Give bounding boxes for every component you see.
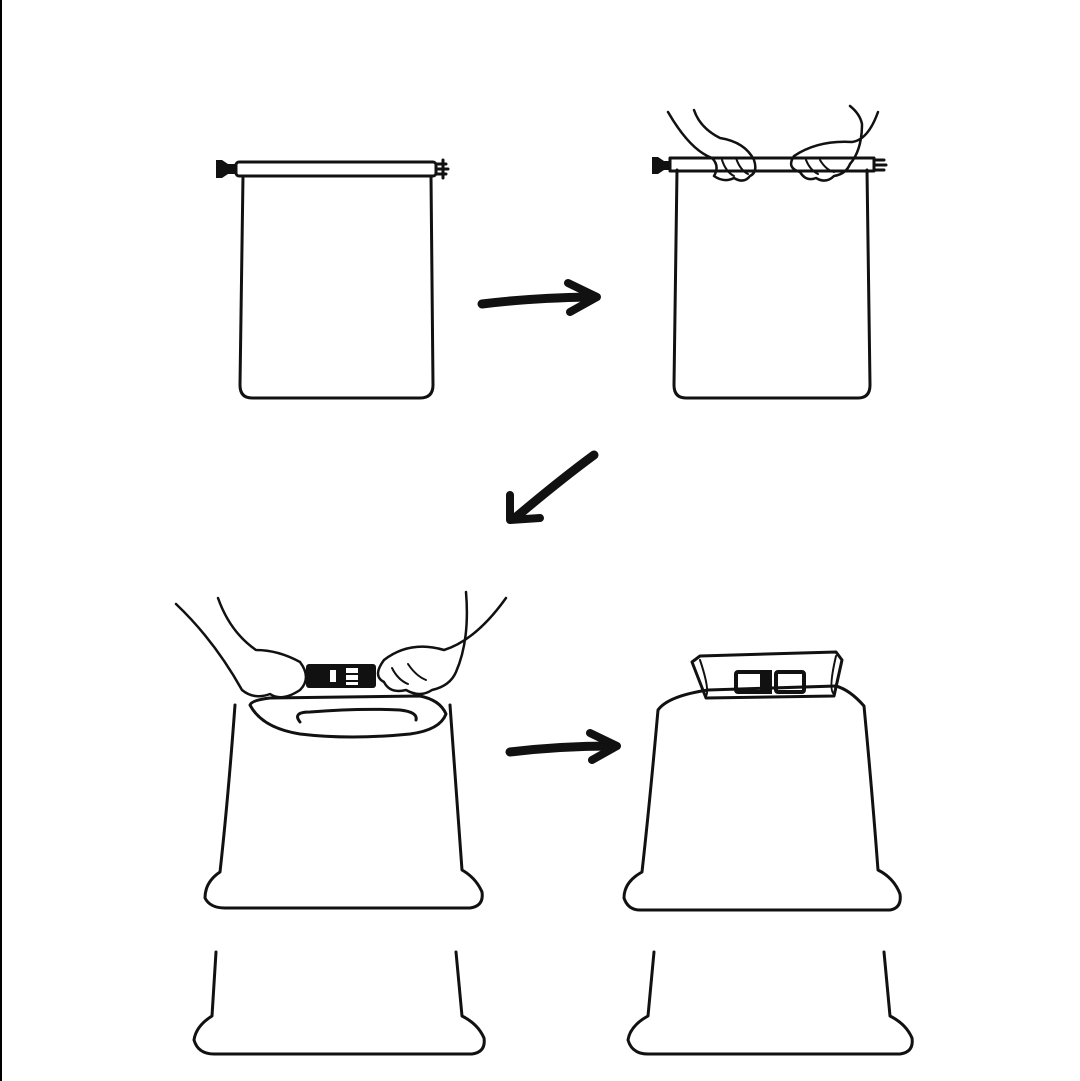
step-1-open-bag-icon xyxy=(216,158,450,400)
arrow-3-right-icon xyxy=(505,729,621,764)
step-4-buckled-bag-icon xyxy=(622,650,902,912)
extra-bag-bottom-right-icon xyxy=(626,950,914,1056)
arrow-2-down-left-icon xyxy=(506,450,599,524)
left-border xyxy=(0,0,2,1081)
step-3-hands-rolling-top-icon xyxy=(174,590,508,910)
arrow-1-right-icon xyxy=(477,279,601,316)
extra-bag-bottom-left-icon xyxy=(192,950,486,1056)
step-2-hands-holding-top-icon xyxy=(652,104,888,400)
